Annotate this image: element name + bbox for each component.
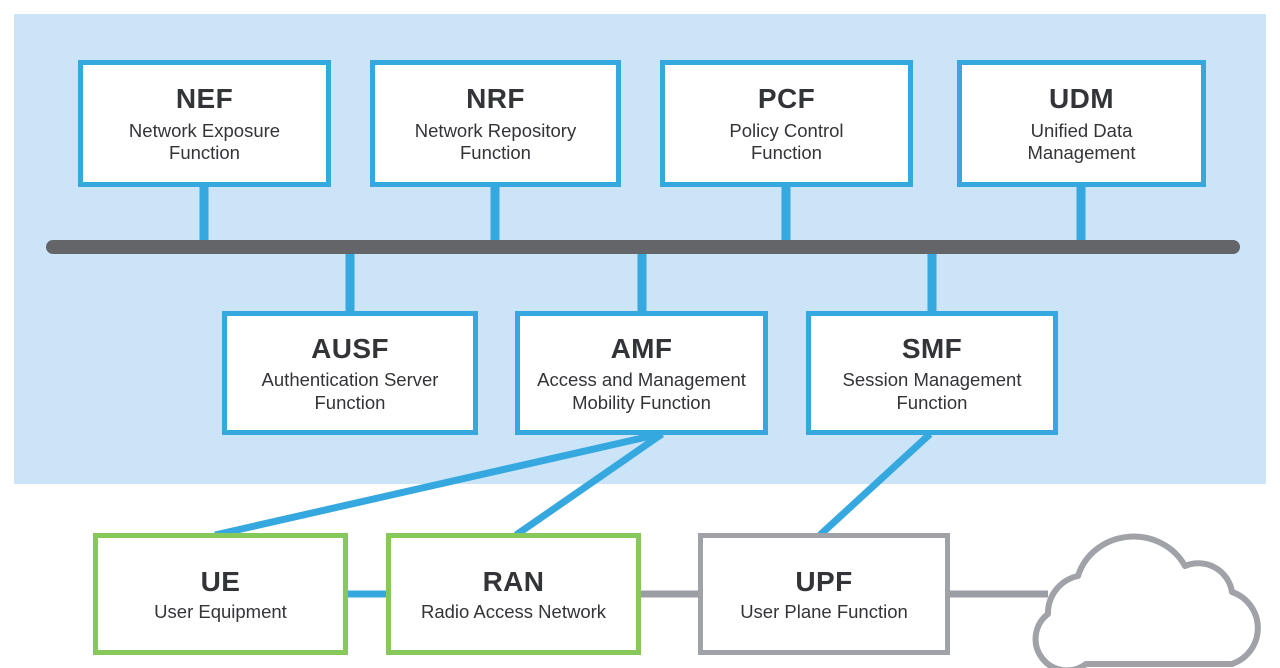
node-upf-label: User Plane Function xyxy=(740,600,908,622)
node-nrf[interactable]: NRF Network Repository Function xyxy=(370,60,621,187)
node-pcf[interactable]: PCF Policy Control Function xyxy=(660,60,913,187)
cloud-outline-icon xyxy=(1032,533,1261,668)
node-upf-abbr: UPF xyxy=(795,565,853,597)
node-ausf-abbr: AUSF xyxy=(311,332,389,364)
node-ran-abbr: RAN xyxy=(482,565,545,597)
node-amf-label: Access and Management Mobility Function xyxy=(537,369,746,413)
node-nrf-label: Network Repository Function xyxy=(414,119,577,164)
node-ausf[interactable]: AUSF Authentication Server Function xyxy=(222,311,478,435)
node-ran-label: Radio Access Network xyxy=(420,600,607,622)
node-ue[interactable]: UE User Equipment xyxy=(93,533,348,655)
external-network-cloud xyxy=(1032,533,1261,668)
node-smf-label: Session Management Function xyxy=(842,369,1022,413)
node-smf-abbr: SMF xyxy=(901,332,963,364)
node-udm-label: Unified Data Management xyxy=(1027,119,1136,164)
node-ue-abbr: UE xyxy=(200,565,241,597)
node-ausf-label: Authentication Server Function xyxy=(261,369,439,413)
node-pcf-abbr: PCF xyxy=(757,83,816,115)
node-amf[interactable]: AMF Access and Management Mobility Funct… xyxy=(515,311,768,435)
node-ue-label: User Equipment xyxy=(154,600,287,622)
node-nef-label: Network Exposure Function xyxy=(128,119,281,164)
node-udm[interactable]: UDM Unified Data Management xyxy=(957,60,1206,187)
node-amf-abbr: AMF xyxy=(610,332,673,364)
node-nrf-abbr: NRF xyxy=(466,83,525,115)
node-nef-abbr: NEF xyxy=(175,83,234,115)
node-nef[interactable]: NEF Network Exposure Function xyxy=(78,60,331,187)
node-pcf-label: Policy Control Function xyxy=(729,119,844,164)
node-upf[interactable]: UPF User Plane Function xyxy=(698,533,950,655)
node-ran[interactable]: RAN Radio Access Network xyxy=(386,533,641,655)
node-udm-abbr: UDM xyxy=(1049,83,1114,115)
service-based-interface-bus xyxy=(46,240,1240,254)
node-smf[interactable]: SMF Session Management Function xyxy=(806,311,1058,435)
